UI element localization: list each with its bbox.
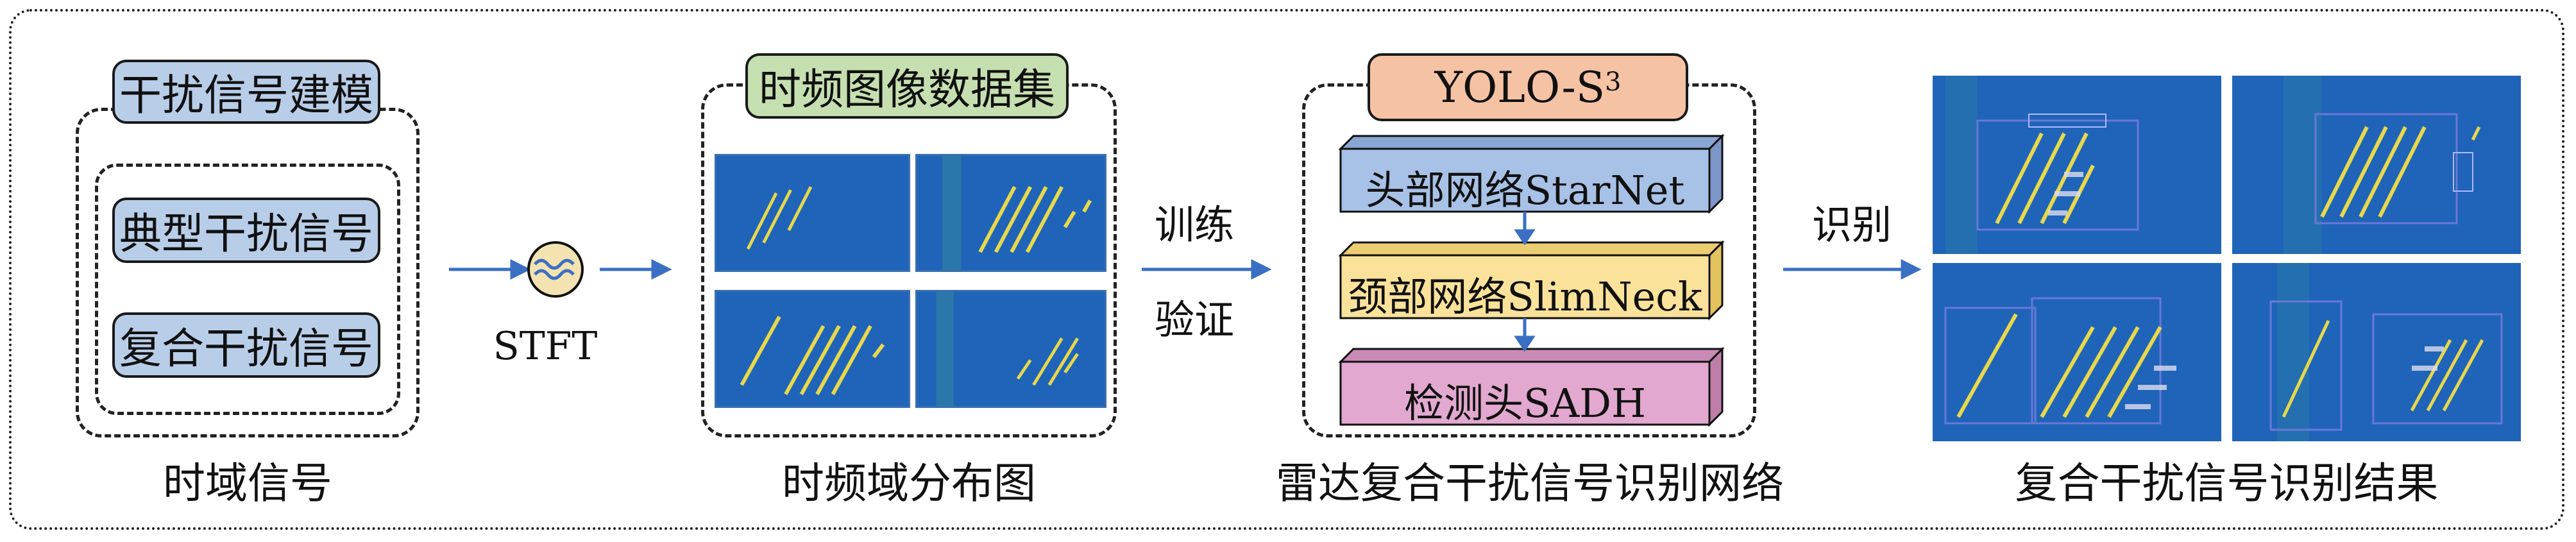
result-image-3 [1933, 263, 2221, 441]
tf-distribution-caption: 时频域分布图 [782, 459, 1036, 508]
signal-type-group [95, 164, 400, 415]
yolo-title-sup: 3 [1605, 67, 1622, 97]
stft-label: STFT [493, 324, 598, 369]
tf-image-1 [715, 154, 910, 272]
outer-frame [9, 9, 2564, 530]
result-image-4 [2232, 263, 2521, 441]
composite-jamming-box: 复合干扰信号 [112, 312, 380, 378]
time-domain-caption: 时域信号 [163, 459, 332, 508]
layer3-label: 检测头SADH [1403, 380, 1647, 427]
layer1-label: 头部网络StarNet [1365, 167, 1685, 214]
verify-label: 验证 [1155, 296, 1235, 343]
yolo-title-text: YOLO-S [1434, 62, 1606, 112]
typical-jamming-box: 典型干扰信号 [112, 198, 380, 263]
jamming-modeling-box: 干扰信号建模 [112, 60, 380, 124]
tf-image-4 [915, 290, 1106, 408]
result-caption: 复合干扰信号识别结果 [2015, 459, 2439, 508]
layer2-label: 颈部网络SlimNeck [1348, 273, 1702, 320]
tf-image-3 [715, 290, 910, 408]
tf-dataset-box: 时频图像数据集 [745, 53, 1069, 119]
result-image-2 [2232, 76, 2521, 254]
identify-label: 识别 [1812, 201, 1892, 248]
result-image-1 [1933, 76, 2221, 254]
train-label: 训练 [1155, 201, 1235, 248]
network-caption: 雷达复合干扰信号识别网络 [1276, 459, 1784, 508]
tf-image-2 [915, 154, 1106, 272]
